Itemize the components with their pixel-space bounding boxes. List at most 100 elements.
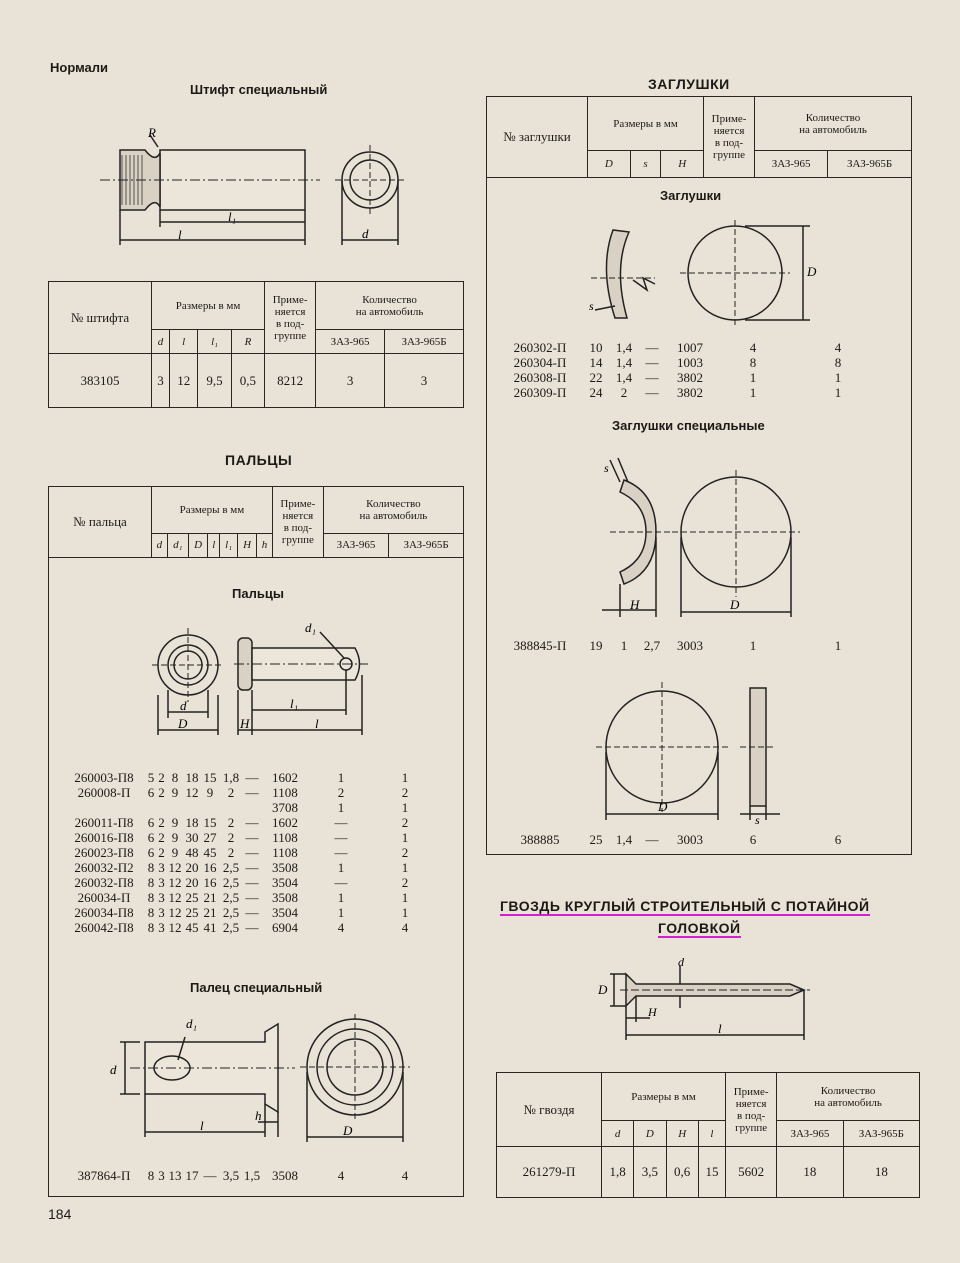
cell: 9: [171, 830, 179, 845]
cell: 2: [227, 785, 235, 800]
cell: 13: [168, 1168, 182, 1183]
page-number: 184: [48, 1206, 72, 1222]
svg-text:l: l: [315, 716, 319, 731]
cell: 6: [749, 832, 757, 847]
cell: 387864-П: [77, 1168, 131, 1183]
cell: 8: [147, 920, 155, 935]
cell: 30: [185, 830, 199, 845]
cell: 19: [589, 638, 603, 653]
special-finger-title: Палец специальный: [190, 980, 323, 995]
cell: —: [334, 845, 348, 860]
cell: 260042-П8: [74, 920, 134, 935]
cell: 1: [337, 860, 345, 875]
cell: [183, 800, 201, 815]
svg-text:D: D: [597, 982, 608, 997]
cell: 8: [749, 355, 757, 370]
cell: 22: [589, 370, 603, 385]
cell: 1: [401, 770, 409, 785]
cell: —: [245, 785, 259, 800]
disc-drawing: D s: [590, 680, 820, 827]
cell: —: [245, 845, 259, 860]
cell: 5: [147, 770, 155, 785]
cell: 6: [147, 785, 155, 800]
cell: 1,4: [615, 832, 633, 847]
cell: 16: [203, 875, 217, 890]
cell: 2: [158, 815, 165, 830]
cell: 2: [401, 815, 409, 830]
plugs-frame: [486, 178, 912, 855]
cell: 2: [227, 830, 235, 845]
cell: 1: [749, 370, 757, 385]
plugs-special-title: Заглушки специальные: [612, 418, 765, 433]
cell: 9: [171, 845, 179, 860]
cell: 4: [749, 340, 757, 355]
cell: 3802: [677, 385, 703, 400]
cell: —: [334, 830, 348, 845]
cell: 2,5: [222, 860, 240, 875]
cell: 4: [337, 1168, 345, 1183]
svg-text:d: d: [110, 1062, 117, 1077]
cell: [219, 800, 243, 815]
special-plug-drawing: s H D: [590, 452, 820, 622]
sizes-header: Размеры в мм: [150, 281, 266, 330]
cell: 6: [147, 815, 155, 830]
cell: 3504: [272, 905, 298, 920]
cell: —: [645, 370, 659, 385]
cell: 20: [185, 860, 199, 875]
cell: 12: [168, 920, 182, 935]
cell: 2,7: [643, 638, 661, 653]
cell: 1,4: [615, 370, 633, 385]
cell: 1,4: [615, 340, 633, 355]
cell: —: [245, 890, 259, 905]
cell: 260034-П8: [74, 905, 134, 920]
cell: 2,5: [222, 890, 240, 905]
cell: 260308-П: [513, 370, 567, 385]
cell: 12: [168, 875, 182, 890]
cell: 2: [337, 785, 345, 800]
cell: 3,5: [222, 1168, 240, 1183]
pin-d-label: d: [362, 226, 369, 241]
cell: 18: [185, 815, 199, 830]
cell: 1: [337, 890, 345, 905]
cell: —: [334, 875, 348, 890]
pin-col-no: № штифта: [48, 281, 152, 354]
cell: —: [245, 875, 259, 890]
cell: 1: [401, 830, 409, 845]
fingers-frame: [48, 558, 464, 1197]
svg-text:l₁: l₁: [290, 696, 298, 711]
cell: 1108: [272, 845, 298, 860]
svg-text:H: H: [239, 716, 250, 731]
cell: 3: [158, 890, 165, 905]
cell: 1: [337, 800, 345, 815]
svg-text:D: D: [657, 799, 668, 814]
cell: 1108: [272, 830, 298, 845]
cell: 260032-П2: [74, 860, 134, 875]
cell: [243, 800, 261, 815]
cell: [156, 800, 167, 815]
cell: —: [245, 830, 259, 845]
cell: 260008-П: [77, 785, 131, 800]
svg-text:s: s: [589, 299, 594, 313]
section-label: Нормали: [50, 60, 109, 75]
cell: 1,4: [615, 355, 633, 370]
cell: 12: [168, 860, 182, 875]
nail-drawing: D d H l: [597, 955, 820, 1055]
cell: 1108: [272, 785, 298, 800]
cell: 2: [158, 845, 165, 860]
cell: 1: [620, 638, 628, 653]
cell: 3: [158, 905, 165, 920]
cell: 260304-П: [513, 355, 567, 370]
cell: 24: [589, 385, 603, 400]
svg-text:D: D: [177, 716, 188, 731]
cell: 6904: [272, 920, 298, 935]
cell: 1003: [677, 355, 703, 370]
cell: —: [245, 860, 259, 875]
